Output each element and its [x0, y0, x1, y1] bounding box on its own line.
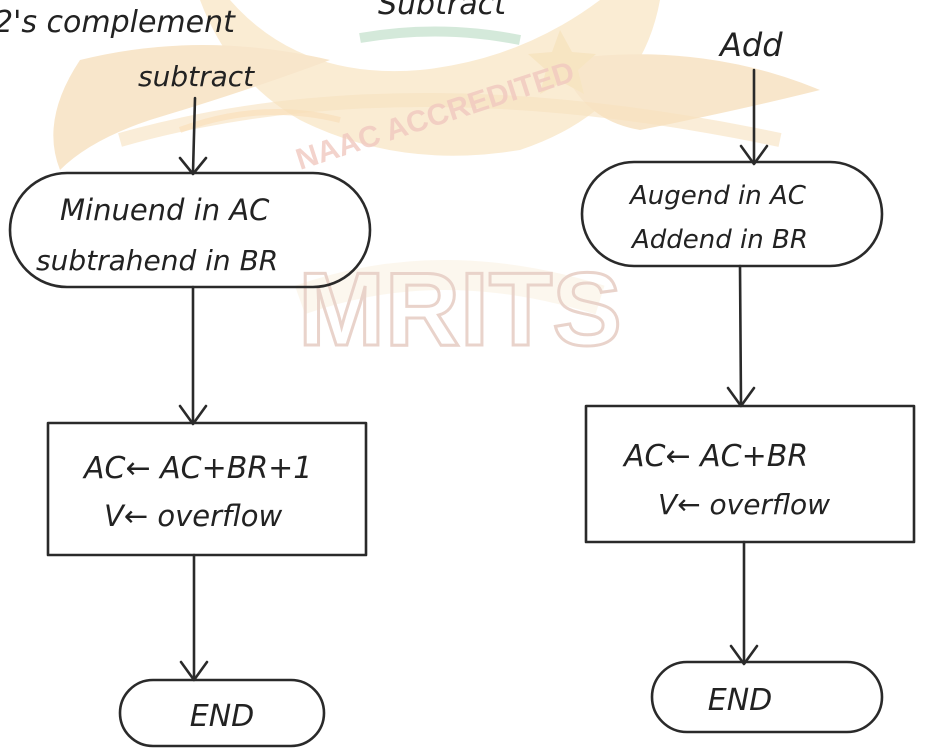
left-process-box	[46, 421, 368, 557]
left-end-terminal	[118, 678, 326, 748]
left-heading-line1: 2's complement	[0, 5, 236, 40]
right-start-line2: Addend in BR	[630, 225, 808, 255]
left-heading-line2: subtract	[138, 60, 255, 93]
right-arrow-2	[738, 264, 743, 406]
right-end-terminal	[650, 660, 884, 734]
left-process-line2: V← overflow	[104, 499, 283, 533]
left-start-terminal	[8, 171, 372, 289]
right-process-line2: V← overflow	[658, 488, 830, 521]
watermark-logo-text: MRITS	[298, 252, 622, 368]
right-end-label: END	[708, 683, 773, 718]
left-heading-line1-tail: Subtract	[378, 0, 507, 22]
left-end-label: END	[190, 699, 255, 734]
right-arrow-3-head	[729, 644, 759, 666]
right-start-terminal	[580, 160, 884, 268]
left-start-line2: subtrahend in BR	[36, 244, 278, 277]
right-process-line1: AC← AC+BR	[622, 439, 808, 474]
right-process-box	[584, 404, 916, 544]
left-start-line1: Minuend in AC	[60, 193, 270, 227]
left-arrow-1	[191, 96, 197, 174]
right-arrow-1-head	[739, 144, 769, 166]
right-start-line1: Augend in AC	[628, 181, 807, 211]
right-heading: Add	[718, 26, 783, 64]
watermark-logo	[53, 0, 820, 315]
left-process-line1: AC← AC+BR+1	[82, 451, 312, 486]
